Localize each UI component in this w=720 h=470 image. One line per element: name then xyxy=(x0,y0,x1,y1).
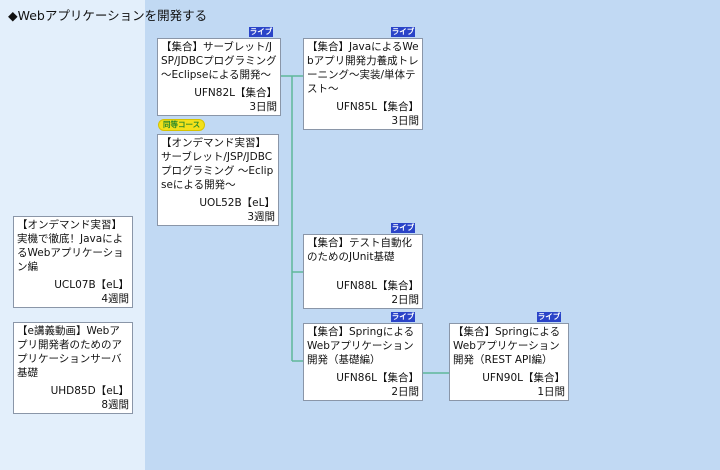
course-card-ufn82l[interactable]: 【集合】サーブレット/JSP/JDBCプログラミング ～Eclipseによる開発… xyxy=(157,38,288,116)
course-card-ufn85l[interactable]: 【集合】JavaによるWebアプリ開発力養成トレーニング～実装/単体テスト～ U… xyxy=(303,38,423,130)
live-badge: ライブ xyxy=(249,27,273,37)
left-column: 【オンデマンド実習】実機で徹底！JavaによるWebアプリケーション編 UCL0… xyxy=(13,216,133,414)
course-title: 【集合】SpringによるWebアプリケーション開発（REST API編） xyxy=(453,326,561,366)
course-title: 【集合】JavaによるWebアプリ開発力養成トレーニング～実装/単体テスト～ xyxy=(307,41,419,95)
live-badge: ライブ xyxy=(391,223,415,233)
course-duration: 4週間 xyxy=(101,293,129,305)
course-column-3: ライブ 【集合】SpringによるWebアプリケーション開発（REST API編… xyxy=(449,312,569,401)
course-code: UFN85L【集合】 xyxy=(336,101,419,113)
course-column-2: ライブ 【集合】JavaによるWebアプリ開発力養成トレーニング～実装/単体テス… xyxy=(303,27,423,401)
live-badge: ライブ xyxy=(537,312,561,322)
course-title: 【e講義動画】Webアプリ開発者のためのアプリケーションサーバ基礎 xyxy=(17,325,122,379)
course-title: 【集合】サーブレット/JSP/JDBCプログラミング ～Eclipseによる開発… xyxy=(161,41,288,81)
course-title: 【集合】テスト自動化のためのJUnit基礎 xyxy=(307,237,412,263)
course-duration: 3日間 xyxy=(249,101,277,113)
course-code: UFN88L【集合】 xyxy=(336,280,419,292)
course-code: UHD85D【eL】 xyxy=(50,385,129,397)
course-title: 【オンデマンド実習】サーブレット/JSP/JDBCプログラミング ～Eclips… xyxy=(161,137,274,191)
page-title: ◆Webアプリケーションを開発する xyxy=(8,8,208,23)
live-badge: ライブ xyxy=(391,312,415,322)
course-duration: 3日間 xyxy=(391,115,419,127)
course-card-ucl07b[interactable]: 【オンデマンド実習】実機で徹底！JavaによるWebアプリケーション編 UCL0… xyxy=(13,216,133,308)
course-card-ufn86l[interactable]: 【集合】SpringによるWebアプリケーション開発（基礎編） UFN86L【集… xyxy=(303,323,423,401)
course-duration: 8週間 xyxy=(101,399,129,411)
course-card-uol52b[interactable]: 【オンデマンド実習】サーブレット/JSP/JDBCプログラミング ～Eclips… xyxy=(157,134,279,226)
course-title: 【集合】SpringによるWebアプリケーション開発（基礎編） xyxy=(307,326,415,366)
course-code: UFN90L【集合】 xyxy=(482,372,565,384)
course-code: UCL07B【eL】 xyxy=(54,279,129,291)
course-code: UFN82L【集合】 xyxy=(194,87,277,99)
course-column-1: ライブ 【集合】サーブレット/JSP/JDBCプログラミング ～Eclipseに… xyxy=(157,27,288,226)
course-duration: 2日間 xyxy=(391,386,419,398)
course-duration: 3週間 xyxy=(247,211,275,223)
course-duration: 1日間 xyxy=(537,386,565,398)
course-code: UOL52B【eL】 xyxy=(199,197,275,209)
course-duration: 2日間 xyxy=(391,294,419,306)
equivalent-course-badge: 同等コース xyxy=(158,119,206,131)
course-card-uhd85d[interactable]: 【e講義動画】Webアプリ開発者のためのアプリケーションサーバ基礎 UHD85D… xyxy=(13,322,133,414)
live-badge: ライブ xyxy=(391,27,415,37)
course-code: UFN86L【集合】 xyxy=(336,372,419,384)
course-card-ufn88l[interactable]: 【集合】テスト自動化のためのJUnit基礎 UFN88L【集合】 2日間 xyxy=(303,234,423,309)
course-title: 【オンデマンド実習】実機で徹底！JavaによるWebアプリケーション編 xyxy=(17,219,124,273)
course-card-ufn90l[interactable]: 【集合】SpringによるWebアプリケーション開発（REST API編） UF… xyxy=(449,323,569,401)
